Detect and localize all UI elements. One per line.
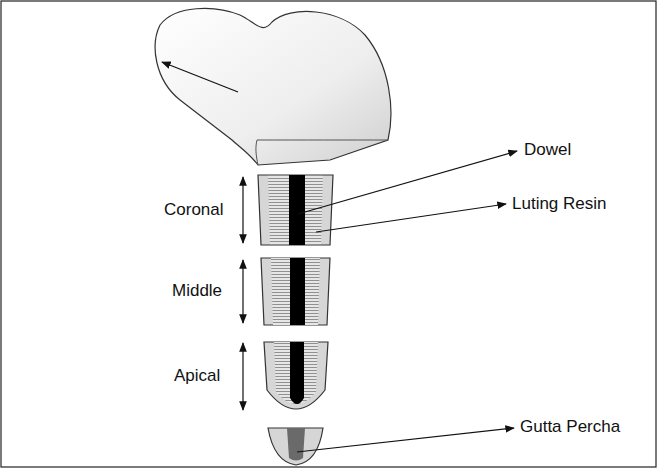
segment-label: Apical [174,367,220,386]
segment-label: Middle [172,282,222,301]
crown [155,8,391,165]
part-label: Gutta Percha [520,418,620,437]
apical-segment [264,342,328,409]
leader-line [298,151,517,214]
crown-arrow [162,62,238,92]
coronal-segment [258,175,333,245]
middle-segment [261,258,330,325]
dimension-arrow [242,177,243,243]
root-tip [268,428,323,465]
leader-line [316,204,506,232]
part-label: Luting Resin [512,195,607,214]
dimension-arrow [242,343,243,410]
part-label: Dowel [524,141,571,160]
dimension-arrow [242,260,243,323]
leader-line [297,428,514,452]
segment-label: Coronal [164,201,224,220]
crown-margin [256,140,388,165]
